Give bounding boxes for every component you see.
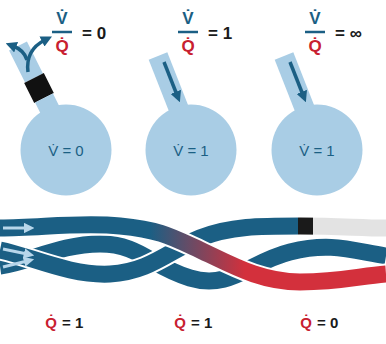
alveolus-circle: V̇ = 0	[20, 104, 112, 196]
airflow-arrow	[164, 62, 177, 95]
blood-flow-arrow	[3, 249, 27, 254]
alveolus-circle: V̇ = 1	[271, 104, 363, 196]
vessel-outline	[0, 225, 386, 282]
perfusion-value: = 0	[317, 315, 338, 330]
ventilation-symbol: V̇	[309, 10, 320, 27]
fraction-bar	[305, 31, 325, 34]
alveolus-fill	[272, 105, 363, 196]
ratio-value: = 0	[82, 25, 106, 42]
ventilation-value: V̇ = 1	[173, 142, 208, 159]
airway-blockage	[34, 78, 44, 98]
airway-tube	[158, 56, 180, 112]
alveolus-fill	[21, 105, 112, 196]
airflow-arrow	[28, 40, 45, 72]
alveolus-fill	[146, 105, 237, 196]
oxygenated-capillary	[0, 225, 386, 282]
ventilation-symbol: V̇	[56, 10, 67, 27]
perfusion-symbol: Q̇	[55, 38, 68, 55]
perfusion-symbol: Q̇	[174, 315, 186, 330]
perfusion-symbol: Q̇	[308, 38, 321, 55]
alveolus-circle: V̇ = 1	[145, 104, 237, 196]
fraction-bar	[52, 31, 72, 34]
perfusion-value: = 1	[191, 315, 212, 330]
perfusion-value: = 1	[62, 315, 83, 330]
ratio-value: = ∞	[335, 25, 362, 42]
airway-tube	[284, 56, 306, 112]
fraction-bar	[178, 31, 198, 34]
blood-flow-arrow	[3, 261, 27, 267]
perfusion-symbol: Q̇	[45, 315, 57, 330]
perfusion-symbol: Q̇	[300, 315, 312, 330]
airflow-arrow	[13, 46, 27, 60]
ventilation-value: V̇ = 0	[48, 142, 83, 159]
ratio-value: = 1	[208, 25, 232, 42]
blood-flow-arrow	[3, 227, 27, 230]
airflow-arrow	[290, 62, 303, 95]
perfusion-symbol: Q̇	[181, 38, 194, 55]
ventilation-value: V̇ = 1	[299, 142, 334, 159]
ventilation-symbol: V̇	[182, 10, 193, 27]
